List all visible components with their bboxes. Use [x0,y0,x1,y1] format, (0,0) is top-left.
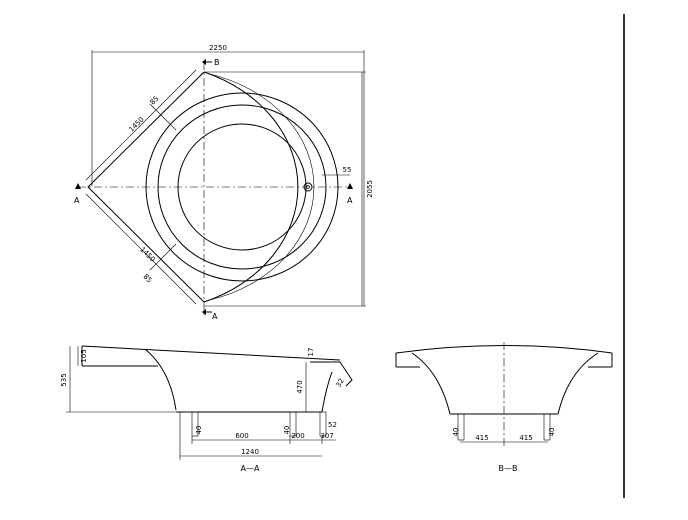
section-b-half-right: 415 [519,434,532,442]
section-a-outlet-edge [310,361,353,387]
section-a-rim-top-label: 17 [307,348,315,357]
section-a-foot-left [191,411,199,437]
section-b-arrow-icon [202,59,206,65]
section-a-left-arrow-icon [75,183,81,189]
section-b-basin-left [411,352,451,415]
drain-outlet [303,182,313,192]
side-upper-label: 1450 [127,115,145,133]
section-a-slope-label: 32 [335,377,346,389]
section-a-right-arrow-icon [347,183,353,189]
side-lower-offset-tick [149,243,177,271]
side-upper-dim-line [85,69,197,181]
plan-depth-label: 2055 [366,180,374,198]
section-a-span-200: 200 [291,432,304,440]
section-a-foot-right [289,411,297,437]
section-a-bottom-arrow-icon [202,309,206,315]
section-b-foot-left [457,413,465,441]
side-lower-offset-label: 85 [141,273,153,285]
side-lower-label: 1450 [138,245,156,263]
section-a-top-rim [81,345,341,361]
section-a-view: 535 105 470 17 32 40 40 52 600 200 307 1… [60,345,353,473]
section-a-depth-label: 470 [296,380,304,393]
drain-core [306,185,310,189]
section-b-half-left: 415 [475,434,488,442]
section-b-view: 40 40 415 415 B—B [395,342,613,473]
side-upper-offset-tick [149,103,177,131]
plan-width-label: 2250 [209,44,227,52]
section-a-right-mark: A [347,196,353,205]
section-a-drain-off-label: 52 [328,421,337,429]
section-a-span-600: 600 [235,432,248,440]
section-b-foot-right-label: 40 [548,428,556,437]
section-a-height-label: 535 [60,373,68,386]
section-b-foot-right [543,413,551,441]
plan-view: 2250 2055 55 1450 85 1450 85 [74,44,374,321]
drain-offset-label: 55 [343,166,352,174]
section-b-title: B—B [499,464,518,473]
section-a-rim-label: 105 [80,349,88,362]
section-a-basin-curve [145,349,177,411]
side-upper-offset-label: 85 [149,95,161,107]
side-lower-dim-line [85,193,197,305]
section-b-mark: B [214,58,220,67]
section-a-left-mark: A [74,196,80,205]
section-a-foot-right-label: 40 [283,426,291,435]
section-a-drain-pipe [319,411,327,437]
tub-corner-edges [87,71,205,303]
section-a-span-307: 307 [320,432,333,440]
section-a-bottom-mark: A [212,312,218,321]
section-a-foot-left-label: 40 [195,426,203,435]
section-a-basin-right [321,371,333,413]
section-a-span-1240: 1240 [241,448,259,456]
section-a-title: A—A [241,464,260,473]
section-b-foot-left-label: 40 [452,428,460,437]
section-b-basin-right [557,352,599,415]
section-b-top-rim [395,345,613,354]
